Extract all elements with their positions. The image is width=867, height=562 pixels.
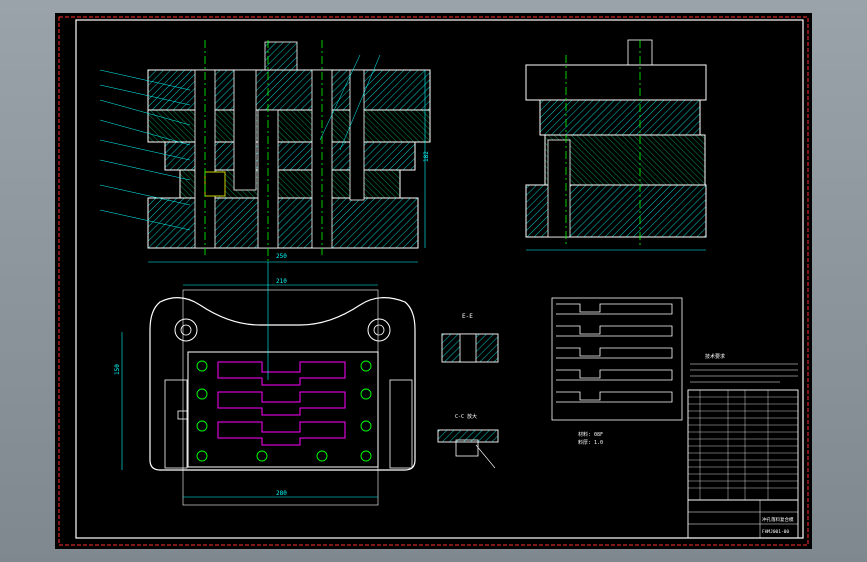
sheet-trim-border	[58, 16, 809, 546]
front-section-view	[99, 40, 431, 263]
title-block-code: FHMJ001-00	[762, 529, 789, 535]
section-detail-ee	[441, 333, 499, 363]
dim-width-top: 250	[276, 253, 287, 260]
notes-title: 技术要求	[705, 353, 725, 360]
side-section-view	[525, 39, 707, 251]
title-block	[687, 499, 799, 539]
drawing-frame	[75, 19, 804, 539]
detail-label-cc: C-C 放大	[455, 413, 477, 420]
title-block-name: 冲孔落料复合模	[762, 516, 794, 523]
dim-width-plan: 210	[276, 278, 287, 285]
dim-plan-left: 150	[114, 364, 121, 375]
strip-caption-2: 料厚: 1.0	[578, 439, 603, 446]
strip-layout	[551, 297, 683, 421]
strip-caption-1: 材料: 08F	[578, 431, 603, 438]
tech-notes-lines	[690, 363, 798, 383]
plan-view	[121, 262, 416, 506]
detail-cc	[437, 429, 499, 469]
section-label-ee: E-E	[462, 313, 473, 320]
dim-height-right: 182	[423, 151, 430, 162]
dim-bottom-plan: 280	[276, 490, 287, 497]
